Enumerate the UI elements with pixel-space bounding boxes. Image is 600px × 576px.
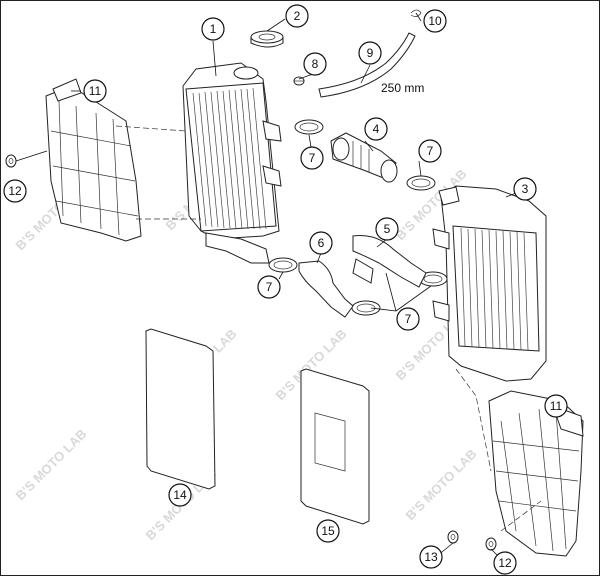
callout-1: 1: [201, 17, 225, 41]
center-cover-panel: [300, 368, 370, 525]
callout-10: 10: [423, 9, 447, 33]
callout-11-left: 11: [83, 79, 107, 103]
right-radiator: [432, 185, 547, 382]
svg-text:12: 12: [498, 556, 512, 570]
callout-4: 4: [364, 117, 388, 141]
small-hose-clamp: [293, 76, 305, 86]
hose-clamps: [268, 119, 448, 316]
svg-text:14: 14: [173, 488, 187, 502]
radiator-cap: [250, 30, 284, 48]
upper-hose: [352, 235, 427, 288]
callout-5: 5: [375, 217, 399, 241]
right-nuts: [447, 530, 497, 551]
callout-13: 13: [419, 545, 443, 569]
callout-6: 6: [309, 231, 333, 255]
svg-text:8: 8: [312, 57, 319, 71]
hose-clip: [410, 9, 422, 17]
alignment-lines: [115, 125, 542, 532]
svg-text:1: 1: [210, 22, 217, 36]
left-mesh-panel: [145, 328, 216, 490]
svg-text:9: 9: [367, 46, 374, 60]
overflow-hose: [318, 32, 416, 98]
watermark: B'S MOTO LAB: [13, 426, 90, 503]
left-radiator: [182, 62, 282, 264]
callout-3: 3: [513, 177, 537, 201]
callout-11-right: 11: [544, 394, 568, 418]
svg-text:15: 15: [321, 524, 335, 538]
svg-text:4: 4: [373, 122, 380, 136]
callout-2: 2: [285, 4, 309, 28]
callout-12-left: 12: [3, 179, 27, 203]
watermark: B'S MOTO LAB: [403, 446, 480, 523]
svg-text:11: 11: [550, 399, 563, 413]
svg-text:7: 7: [309, 151, 316, 165]
svg-text:6: 6: [318, 236, 325, 250]
callout-9: 9: [358, 41, 382, 65]
callout-15: 15: [316, 519, 340, 543]
lower-hose: [298, 260, 354, 318]
callout-14: 14: [168, 483, 192, 507]
svg-text:10: 10: [428, 14, 442, 28]
svg-text:7: 7: [266, 280, 273, 294]
callout-7-c: 7: [257, 275, 281, 299]
svg-text:2: 2: [294, 9, 301, 23]
left-nut: [5, 150, 48, 168]
leader-lines: [71, 12, 558, 562]
hose-length-label: 250 mm: [381, 81, 424, 95]
left-radiator-shroud: [45, 78, 142, 242]
callout-8: 8: [303, 52, 327, 76]
svg-text:12: 12: [8, 184, 22, 198]
svg-text:11: 11: [89, 84, 102, 98]
connector-pipe: [330, 132, 398, 183]
svg-text:7: 7: [405, 312, 412, 326]
svg-text:3: 3: [522, 182, 529, 196]
callout-7-d: 7: [396, 307, 420, 331]
callout-7-a: 7: [300, 146, 324, 170]
svg-text:5: 5: [384, 222, 391, 236]
callout-7-b: 7: [418, 139, 442, 163]
svg-text:7: 7: [427, 144, 434, 158]
svg-text:13: 13: [424, 550, 438, 564]
callout-12-right: 12: [493, 551, 517, 575]
right-radiator-shroud: [488, 390, 584, 557]
